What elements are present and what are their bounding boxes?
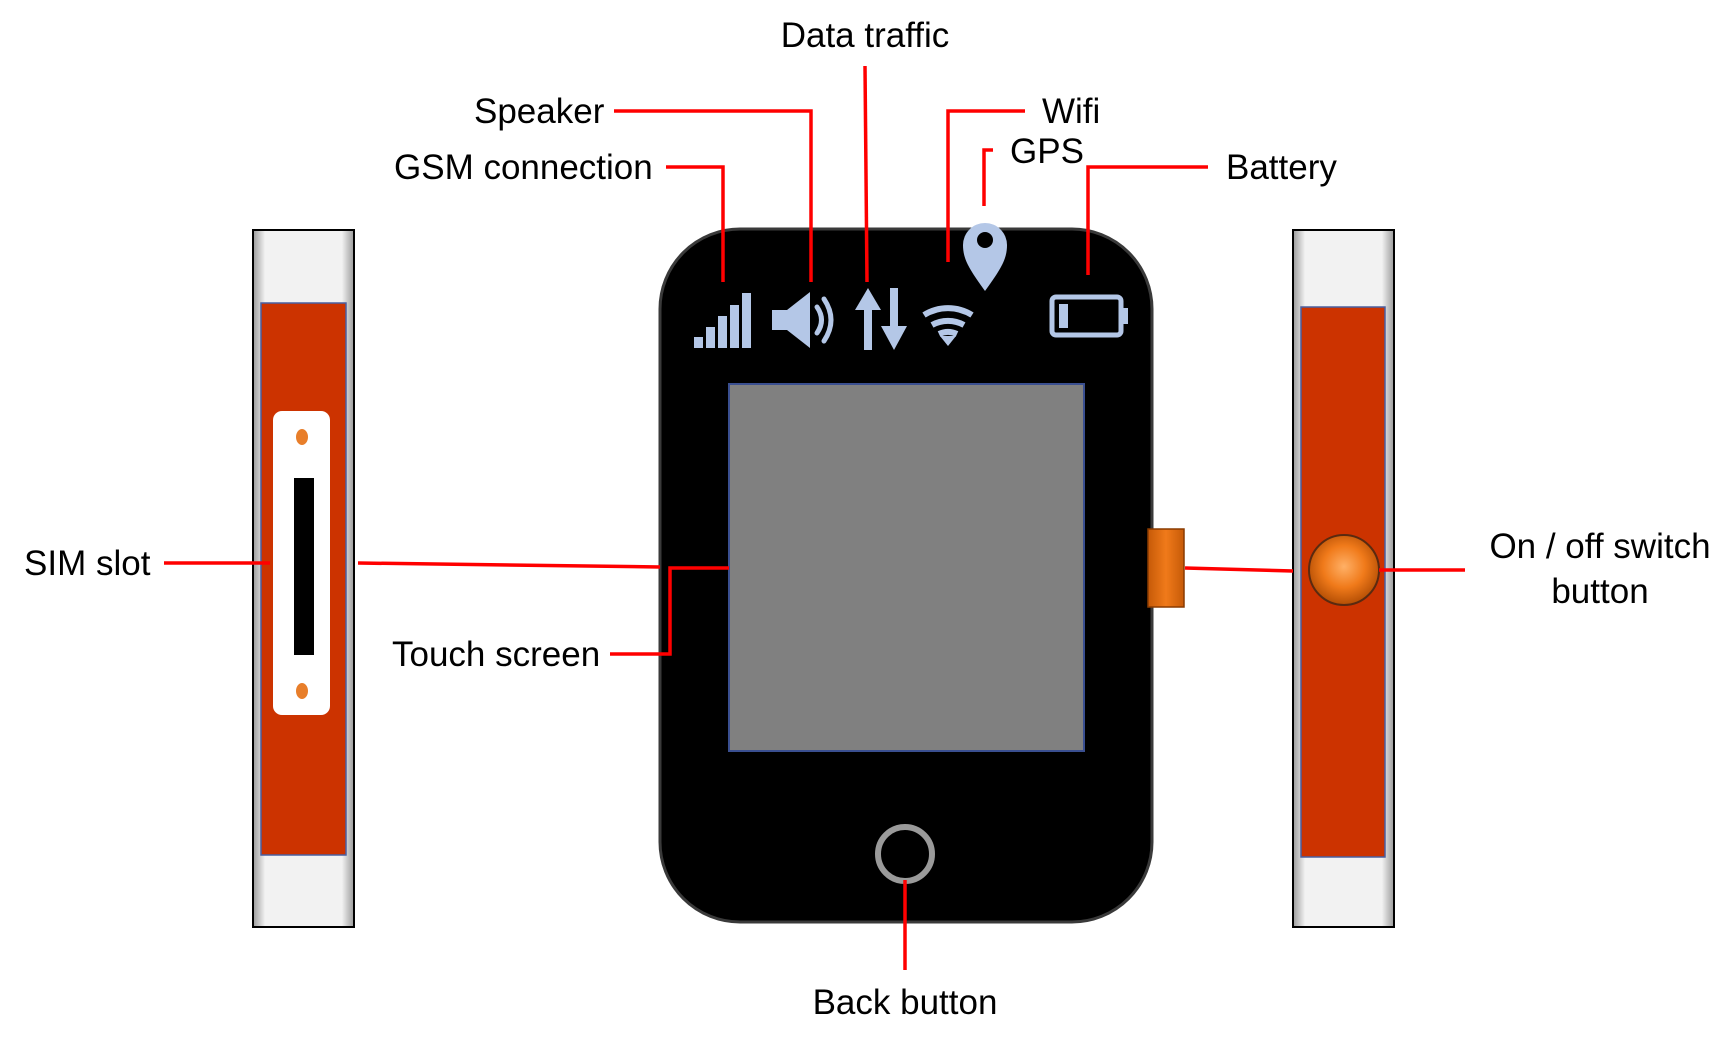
signal-bars-icon <box>694 293 751 348</box>
label-gps: GPS <box>1010 132 1084 171</box>
device-body <box>658 227 1185 924</box>
label-speaker: Speaker <box>474 92 605 131</box>
label-data-traffic: Data traffic <box>781 16 950 55</box>
power-switch-tab[interactable] <box>1147 528 1185 608</box>
label-power-line2: button <box>1551 572 1648 611</box>
up-down-arrows-icon <box>855 288 907 350</box>
power-button[interactable] <box>1308 534 1380 606</box>
left-side-view <box>252 229 355 928</box>
map-pin-icon <box>963 223 1007 291</box>
label-gsm-connection: GSM connection <box>394 148 653 187</box>
leader-speaker <box>614 109 813 282</box>
battery-low-icon <box>1049 294 1128 338</box>
sim-slot-opening[interactable] <box>294 478 314 655</box>
leader-gps <box>982 148 993 206</box>
sim-tray-dot-top <box>296 429 308 445</box>
label-sim-slot: SIM slot <box>24 544 151 583</box>
label-wifi: Wifi <box>1042 92 1100 131</box>
leader-wifi <box>946 109 1025 262</box>
sim-tray-dot-bottom <box>296 683 308 699</box>
wifi-icon <box>922 305 974 346</box>
touch-screen[interactable] <box>728 383 1085 752</box>
leader-lines <box>164 65 1465 970</box>
label-back-button: Back button <box>813 983 998 1022</box>
leader-data-traffic <box>863 65 869 283</box>
right-side-view <box>1292 229 1395 928</box>
labels: Data traffic Speaker Wifi GPS GSM connec… <box>24 16 1711 1022</box>
leader-battery <box>1086 165 1208 275</box>
label-power-line1: On / off switch <box>1489 527 1710 566</box>
speaker-icon <box>772 292 834 348</box>
leader-power-left <box>1184 566 1294 573</box>
leader-sim-device <box>357 561 661 569</box>
label-touch-screen: Touch screen <box>392 635 600 674</box>
leader-gsm <box>666 165 725 282</box>
label-battery: Battery <box>1226 148 1337 187</box>
leader-touch-screen <box>610 566 729 656</box>
back-button[interactable] <box>875 824 935 884</box>
